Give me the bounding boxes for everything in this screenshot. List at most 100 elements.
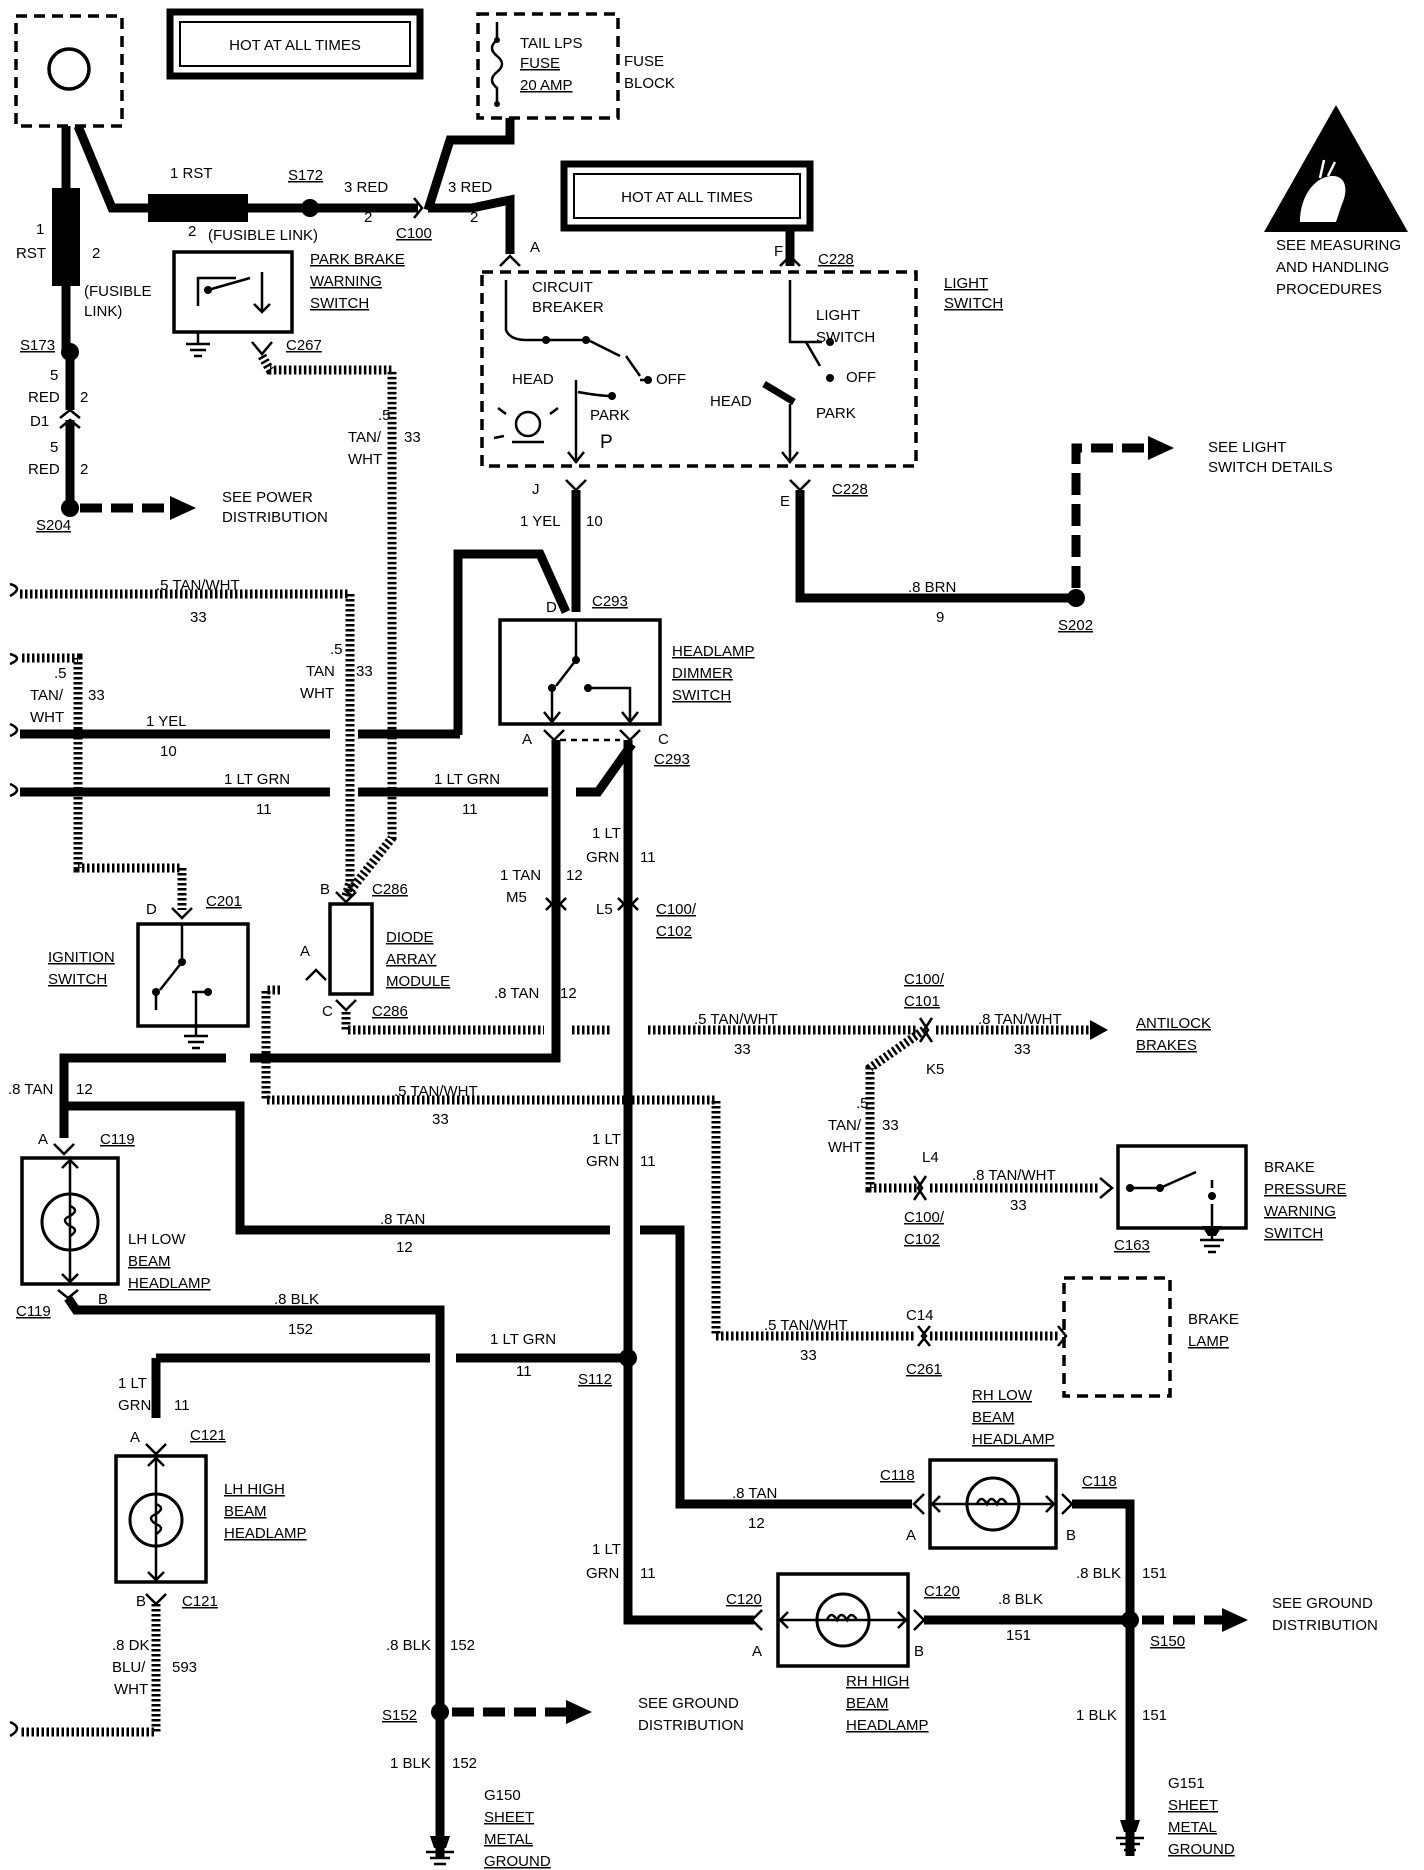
tan-8d-label-1: .8 TAN <box>732 1485 777 1502</box>
ignition-switch: D C201 <box>136 893 250 1050</box>
g151-label-2: SHEET <box>1168 1797 1218 1814</box>
tw-top-label-2: 33 <box>190 609 207 626</box>
blk-1b-label-2: 151 <box>1142 1707 1167 1724</box>
see-light-label-1: SEE LIGHT <box>1208 439 1286 456</box>
wire-label-5a: 5 <box>50 367 58 384</box>
park-brake-label-3: SWITCH <box>310 295 369 312</box>
pin-e: E <box>780 493 790 510</box>
ltgrn-label-a1: 1 LT GRN <box>224 771 290 788</box>
park-brake-label-1: PARK BRAKE <box>310 251 405 268</box>
lhl-label-1: LH LOW <box>128 1231 186 1248</box>
ltgrn-lh-label-1: 1 LT <box>118 1375 147 1392</box>
pin-b-diode: B <box>320 881 330 898</box>
fuse-block: TAIL LPS FUSE 20 AMP FUSE BLOCK <box>476 12 675 120</box>
ltgrn-r-label-3: 11 <box>640 1565 656 1582</box>
fuse-label-3: 20 AMP <box>520 77 573 94</box>
d1-label: D1 <box>30 413 49 430</box>
c228-bot-label: C228 <box>832 481 868 498</box>
tan-8a-label-2: 12 <box>560 985 577 1002</box>
yel-label-1: 1 YEL <box>146 713 187 730</box>
ltgrn-v-label-4: 1 LT <box>592 1131 621 1148</box>
see-gnd-r-label-1: SEE GROUND <box>1272 1595 1373 1612</box>
park-brake-warning-switch: PARK BRAKE WARNING SWITCH <box>172 250 405 358</box>
c119-top-label: C119 <box>100 1131 135 1148</box>
pin-b-lhh: B <box>136 1593 146 1610</box>
blk-8b-label-2: 151 <box>1006 1627 1031 1644</box>
see-power-label-1: SEE POWER <box>222 489 313 506</box>
rh-high-beam-headlamp <box>776 1572 910 1668</box>
rst-left-label: RST <box>16 245 46 262</box>
tw-v2-label-3: WHT <box>828 1139 862 1156</box>
tan-8b-label-2: 12 <box>76 1081 93 1098</box>
park-label-left: PARK <box>590 407 630 424</box>
lh-high-beam-headlamp <box>114 1454 208 1584</box>
fuse-label-2: FUSE <box>520 55 560 72</box>
blk-1a-label-2: 152 <box>452 1755 477 1772</box>
blk-8a-label-1: .8 BLK <box>274 1291 319 1308</box>
c100-c102b-label-1: C100/ <box>904 1209 945 1226</box>
tw-left-label-3: WHT <box>30 709 64 726</box>
dimmer-label-2: DIMMER <box>672 665 733 682</box>
ltgrn-r-label-2: GRN <box>586 1565 619 1582</box>
s152-label: S152 <box>382 1707 417 1724</box>
k5-label: K5 <box>926 1061 944 1078</box>
ltgrn-v-label-3: 11 <box>640 849 656 866</box>
pin-j: J <box>532 481 540 498</box>
wire-label-2-a: 2 <box>364 209 372 226</box>
battery-block <box>14 14 124 128</box>
ltgrn-label-b2: 11 <box>462 801 478 818</box>
fuse-block-label-2: BLOCK <box>624 75 675 92</box>
antilock-label-1: ANTILOCK <box>1136 1015 1211 1032</box>
s150-label: S150 <box>1150 1633 1185 1650</box>
tw-mid-label-3: WHT <box>300 685 334 702</box>
blk-8d-label-1: .8 BLK <box>386 1637 431 1654</box>
c100-c102b-label-2: C102 <box>904 1231 940 1248</box>
c201-label: C201 <box>206 893 242 910</box>
blk-8a-label-2: 152 <box>288 1321 313 1338</box>
circuit-breaker-label-2: BREAKER <box>532 299 604 316</box>
pin-d-dim: D <box>546 599 557 616</box>
c119-bot-label: C119 <box>16 1303 51 1320</box>
rhl-label-2: BEAM <box>972 1409 1015 1426</box>
tw-mid-label-4: 33 <box>356 663 373 680</box>
s204-label: S204 <box>36 517 71 534</box>
esd-label-3: PROCEDURES <box>1276 281 1382 298</box>
brake-pressure-label-2: PRESSURE <box>1264 1181 1347 1198</box>
rhh-label-3: HEADLAMP <box>846 1717 929 1734</box>
tan-8a-label-1: .8 TAN <box>494 985 539 1002</box>
tan-8d-label-2: 12 <box>748 1515 765 1532</box>
rhl-label-3: HEADLAMP <box>972 1431 1055 1448</box>
g150-label-1: G150 <box>484 1787 521 1804</box>
c121-top-label: C121 <box>190 1427 226 1444</box>
rhh-label-2: BEAM <box>846 1695 889 1712</box>
see-gnd-l-label-2: DISTRIBUTION <box>638 1717 744 1734</box>
c100-c102-label-1: C100/ <box>656 901 697 918</box>
see-gnd-r-label-2: DISTRIBUTION <box>1272 1617 1378 1634</box>
dkblu-label-2: BLU/ <box>112 1659 146 1676</box>
hot-at-all-times-box-2: HOT AT ALL TIMES <box>560 160 814 232</box>
light-switch-label-1: LIGHT <box>944 275 988 292</box>
fusible-link-top-label: (FUSIBLE LINK) <box>208 227 318 244</box>
tan-v-label-1: 1 TAN <box>500 867 541 884</box>
p-symbol: P <box>600 432 613 453</box>
off-label-left: OFF <box>656 371 686 388</box>
esd-label-1: SEE MEASURING <box>1276 237 1401 254</box>
pin-a-lhl: A <box>38 1131 48 1148</box>
tw-top-label-1: .5 TAN/WHT <box>156 577 240 594</box>
light-switch: CIRCUIT BREAKER LIGHT SWITCH HEAD OFF PA… <box>480 270 918 468</box>
tw-ab2-label-1: .8 TAN/WHT <box>978 1011 1062 1028</box>
ignition-label-2: SWITCH <box>48 971 107 988</box>
tw-left-label-4: 33 <box>88 687 105 704</box>
light-switch-inner-label-1: LIGHT <box>816 307 860 324</box>
yel-label-2: 10 <box>160 743 177 760</box>
esd-label-2: AND HANDLING <box>1276 259 1389 276</box>
c163-label: C163 <box>1114 1237 1150 1254</box>
blk-8c-label-1: .8 BLK <box>1076 1565 1121 1582</box>
left-bus-wires <box>9 582 636 910</box>
pin-a-top: A <box>530 239 540 256</box>
wire-label-3red-a: 3 RED <box>344 179 388 196</box>
lhl-label-3: HEADLAMP <box>128 1275 211 1292</box>
dimmer-label-1: HEADLAMP <box>672 643 755 660</box>
park-brake-label-2: WARNING <box>310 273 382 290</box>
ltgrn-v-label-1: 1 LT <box>592 825 621 842</box>
